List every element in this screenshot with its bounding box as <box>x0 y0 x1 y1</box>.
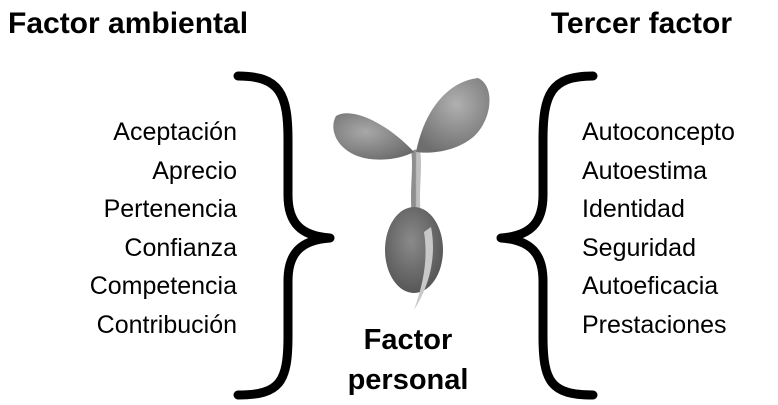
left-list-item: Contribución <box>96 310 237 339</box>
left-heading: Factor ambiental <box>8 7 249 40</box>
left-list: Aceptación Aprecio Pertenencia Confianza… <box>90 113 237 344</box>
right-list-item: Autoestima <box>582 156 708 185</box>
right-list-item: Autoeficacia <box>582 272 719 300</box>
right-list-item: Prestaciones <box>582 310 727 339</box>
right-list-item: Seguridad <box>582 233 696 262</box>
left-list-item: Confianza <box>124 233 237 262</box>
left-list-item: Aceptación <box>113 118 237 146</box>
center-label-line: personal <box>347 364 469 396</box>
seedling-icon <box>333 78 490 310</box>
left-list-item: Pertenencia <box>103 195 237 223</box>
left-list-item: Aprecio <box>152 156 237 185</box>
right-facing-brace <box>233 71 335 400</box>
right-list-item: Identidad <box>582 195 685 223</box>
right-list: Autoconcepto Autoestima Identidad Seguri… <box>582 113 735 344</box>
left-list-item: Competencia <box>89 272 237 300</box>
right-list-item: Autoconcepto <box>582 118 735 146</box>
center-label: Factor personal <box>333 320 483 400</box>
center-label-line: Factor <box>363 324 453 356</box>
left-facing-brace <box>496 71 598 400</box>
right-heading: Tercer factor <box>550 7 732 40</box>
